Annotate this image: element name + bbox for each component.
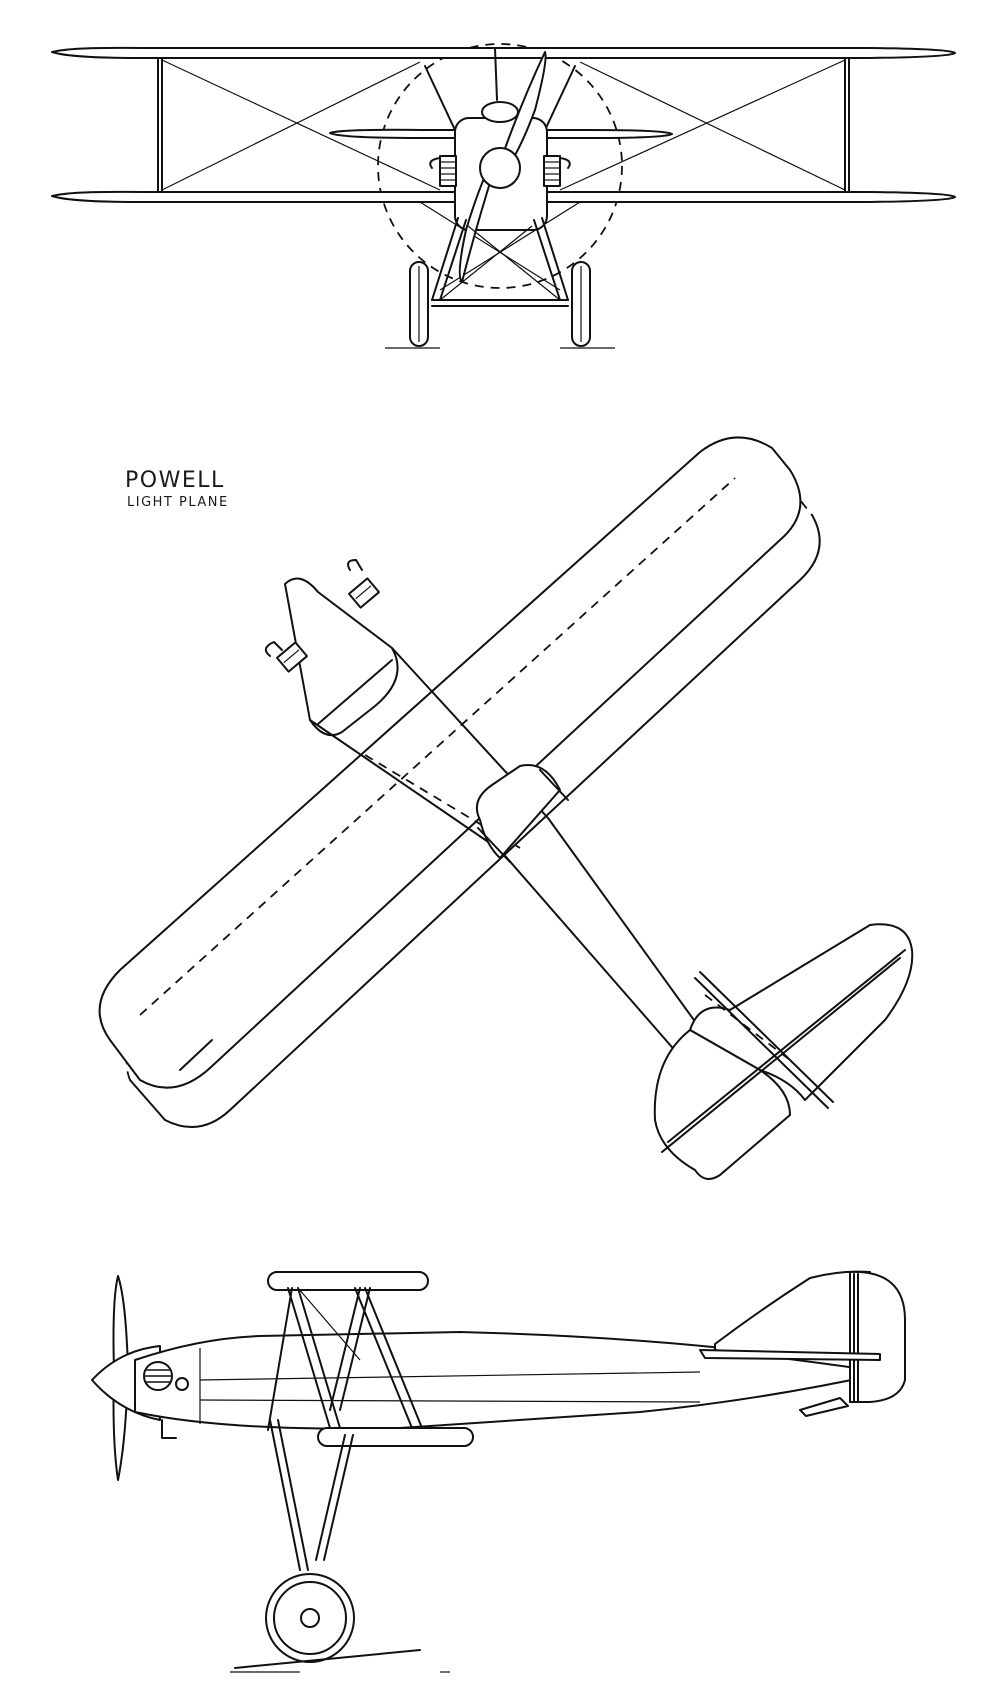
top-view: [98, 436, 914, 1180]
engine-cylinder-left: [429, 155, 457, 187]
interplane-struts-side: [267, 1287, 423, 1431]
elevator-plan: [653, 1029, 791, 1180]
engine-cylinder-top-2: [264, 641, 308, 673]
upper-wing-plan: [98, 436, 802, 1089]
wheel-side: [265, 1573, 355, 1663]
engine-cylinder-right: [543, 155, 571, 187]
cabane-strut-left: [424, 65, 456, 131]
landing-gear-front: [431, 217, 569, 307]
propeller-blade-lower: [458, 164, 495, 283]
engine-cylinder-top-1: [347, 559, 380, 609]
fin-plan: [694, 977, 829, 1109]
exhaust-pipe: [161, 1419, 177, 1439]
drawing-subtitle: LIGHT PLANE: [127, 495, 229, 510]
left-wheel-front: [409, 261, 429, 347]
upper-wing-front: [51, 46, 956, 59]
drawing-title: POWELL: [125, 468, 225, 493]
horizontal-stabilizer-plan: [689, 923, 914, 1101]
front-view: [51, 43, 956, 349]
cabane-strut-right: [544, 65, 576, 131]
propeller-disc-arc: [377, 43, 623, 289]
landing-gear-side: [269, 1419, 354, 1571]
elevator-hinge-line: [667, 949, 906, 1143]
propeller-blade-upper: [497, 51, 547, 171]
cockpit-opening: [476, 764, 561, 859]
tailplane-side: [699, 1349, 881, 1361]
lower-wing-side: [317, 1427, 474, 1447]
fuselage-plan: [284, 577, 399, 736]
propeller-hub: [479, 147, 521, 189]
rudder-side: [849, 1270, 906, 1403]
wing-spar-dashed: [139, 477, 736, 1016]
engine-cylinder-side: [143, 1361, 189, 1391]
drawing-title-block: POWELL LIGHT PLANE: [125, 468, 325, 512]
ground-line-side: [234, 1649, 421, 1669]
side-view: [91, 1270, 906, 1673]
right-wheel-front: [571, 261, 591, 347]
tail-skid: [799, 1397, 849, 1417]
upper-wing-side: [267, 1271, 429, 1291]
